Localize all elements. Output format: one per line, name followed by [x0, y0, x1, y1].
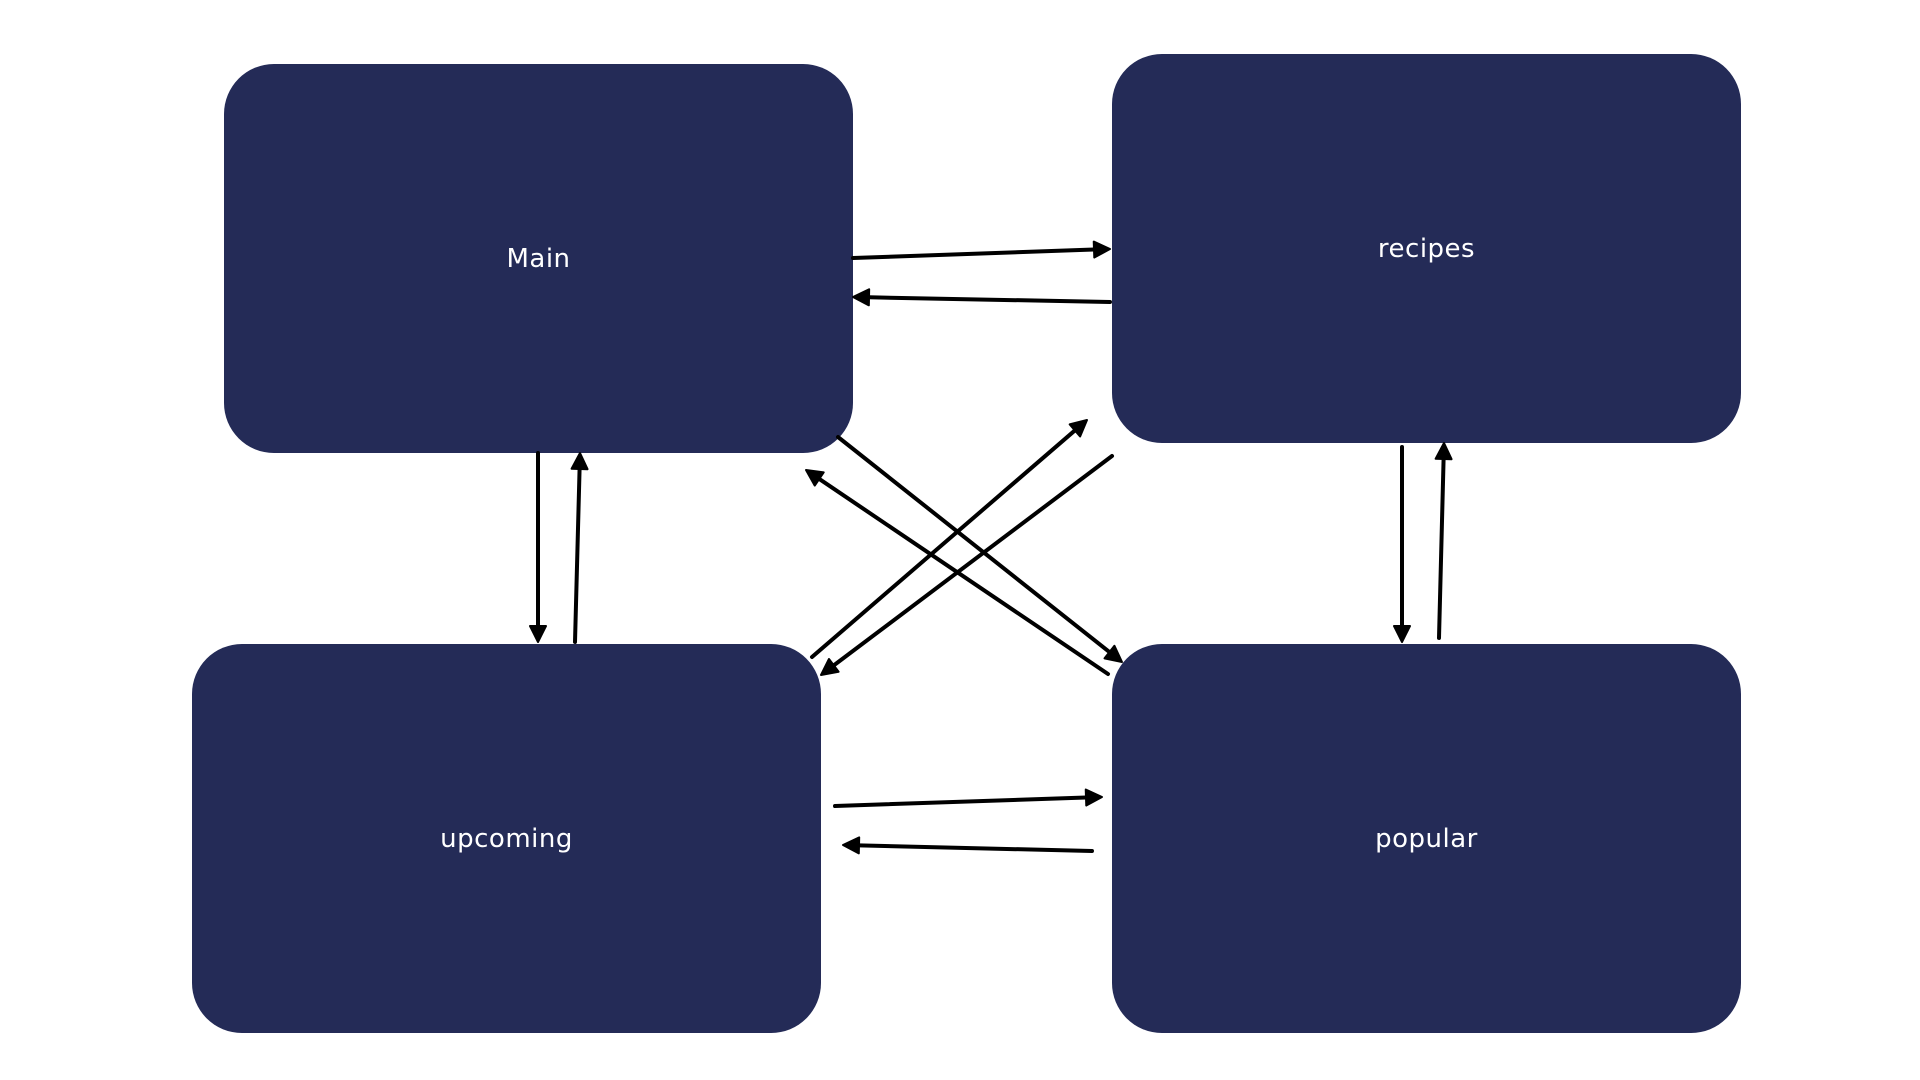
- edge-popular-to-main: [805, 469, 1110, 676]
- node-main-label: Main: [506, 243, 571, 274]
- edge-main-to-upcoming: [529, 451, 547, 643]
- edge-line: [851, 247, 1097, 260]
- edge-recipes-to-popular: [1393, 445, 1411, 643]
- arrowhead-icon: [529, 625, 547, 643]
- edge-line: [831, 454, 1114, 668]
- arrowhead-icon: [570, 452, 589, 471]
- edge-line: [836, 435, 1112, 655]
- arrowhead-icon: [842, 836, 861, 855]
- edge-line: [1437, 456, 1446, 640]
- edge-line: [856, 843, 1094, 853]
- edge-recipes-to-main: [852, 288, 1112, 307]
- edge-line: [573, 466, 582, 644]
- arrowhead-icon: [820, 657, 840, 676]
- edge-line: [817, 476, 1110, 676]
- edge-popular-to-recipes: [1434, 442, 1453, 640]
- edge-upcoming-to-recipes: [810, 419, 1088, 659]
- edge-upcoming-to-main: [570, 452, 589, 644]
- edge-main-to-recipes: [851, 240, 1111, 260]
- edge-upcoming-to-popular: [833, 788, 1103, 808]
- edge-line: [866, 295, 1112, 304]
- arrowhead-icon: [1393, 625, 1411, 643]
- edge-main-to-popular: [836, 435, 1123, 663]
- arrowhead-icon: [1092, 240, 1111, 259]
- arrowhead-icon: [852, 288, 871, 307]
- node-popular[interactable]: popular: [1112, 644, 1741, 1033]
- node-recipes-label: recipes: [1377, 233, 1476, 264]
- arrowhead-icon: [1103, 644, 1123, 663]
- edge-recipes-to-upcoming: [820, 454, 1114, 676]
- node-popular-label: popular: [1375, 823, 1478, 854]
- node-upcoming-label: upcoming: [440, 823, 573, 854]
- arrowhead-icon: [1084, 788, 1103, 807]
- edge-line: [810, 428, 1077, 659]
- arrowhead-icon: [1434, 442, 1453, 461]
- edge-line: [833, 795, 1089, 808]
- node-recipes[interactable]: recipes: [1112, 54, 1741, 443]
- arrowhead-icon: [805, 469, 825, 487]
- node-upcoming[interactable]: upcoming: [192, 644, 821, 1033]
- arrowhead-icon: [1068, 419, 1088, 438]
- node-main[interactable]: Main: [224, 64, 853, 453]
- edge-popular-to-upcoming: [842, 836, 1094, 855]
